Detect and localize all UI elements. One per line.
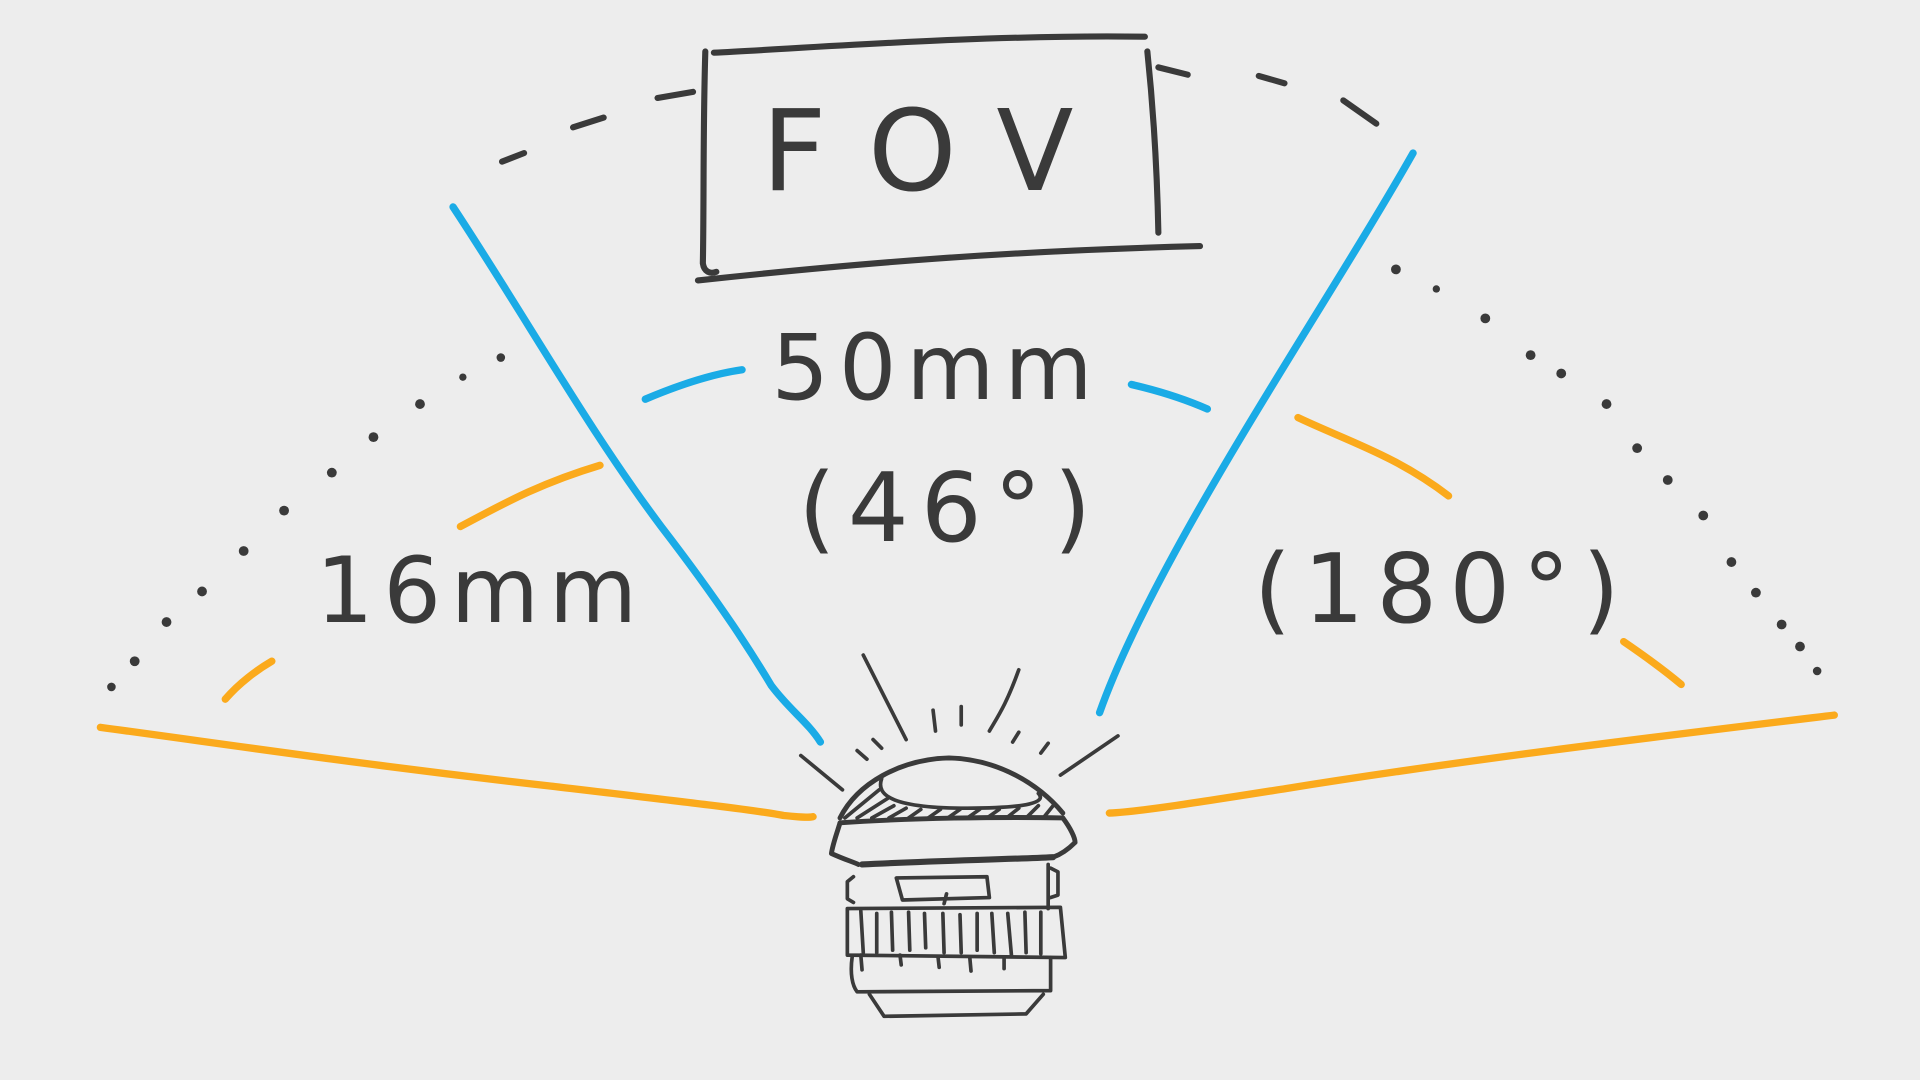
arc-orange-right-low [1620, 637, 1685, 689]
arc-blue-right [1127, 380, 1212, 413]
normal-focal-length-label: 50mm [771, 316, 1102, 421]
focus-ring-ribs [858, 909, 1043, 957]
arc-blue-left [641, 366, 746, 403]
fov-line-left-orange [96, 723, 817, 821]
fov-line-right-blue [1095, 149, 1417, 717]
outer-dashed-arc [498, 64, 1380, 165]
wide-lens-fov-lines [96, 413, 1838, 821]
arc-orange-right-high [1294, 413, 1453, 500]
title-text: FOV [762, 85, 1115, 217]
fov-line-left-blue [449, 203, 825, 746]
normal-angle-label: (46°) [798, 452, 1103, 564]
wide-angle-label: (180°) [1254, 533, 1632, 645]
normal-lens-fov-lines [449, 149, 1417, 746]
camera-lens-icon [798, 653, 1120, 1019]
wide-focal-length-label: 16mm [316, 539, 647, 644]
title-box: FOV [694, 33, 1204, 284]
fov-line-right-orange [1105, 711, 1838, 817]
dotted-arc-right [1391, 264, 1822, 676]
arc-orange-left-high [456, 461, 604, 531]
arc-orange-left-low [221, 657, 276, 703]
dotted-arc-left [107, 353, 506, 692]
